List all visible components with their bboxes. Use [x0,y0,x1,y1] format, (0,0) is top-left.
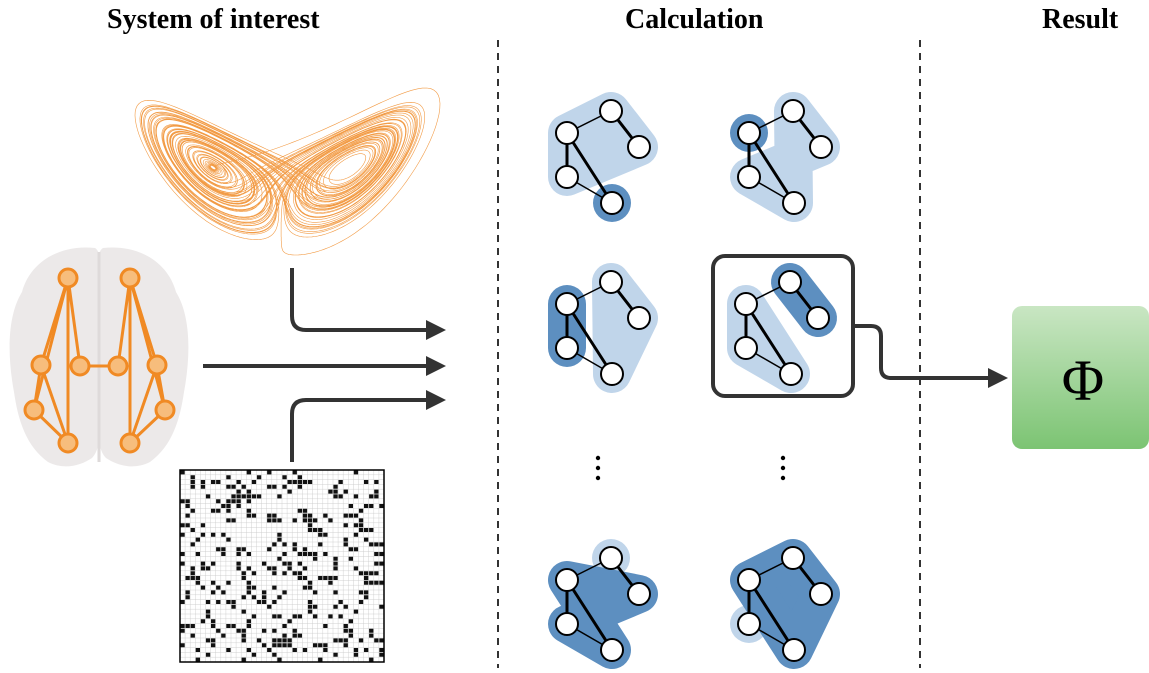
input-arrows [203,268,446,462]
brain-network-icon [9,247,189,467]
phi-result-icon: Φ [1012,306,1149,449]
binary-matrix-icon [179,469,385,663]
network-partition-icon [548,263,658,393]
lorenz-attractor-icon [134,87,441,256]
system-of-interest-heading: System of interest [107,4,320,35]
calculation-heading: Calculation [625,4,764,35]
phi-symbol: Φ [1062,348,1104,413]
ellipsis-dots [595,455,786,481]
attractor-trajectory [134,87,441,256]
result-heading: Result [1042,4,1119,35]
network-partition-icon [548,539,658,669]
result-arrow [853,324,1008,388]
network-partition-icon [730,92,840,222]
network-partition-icon [730,539,840,669]
network-partition-icon [727,263,837,393]
partition-grid [548,92,840,669]
network-partition-icon [548,92,658,222]
